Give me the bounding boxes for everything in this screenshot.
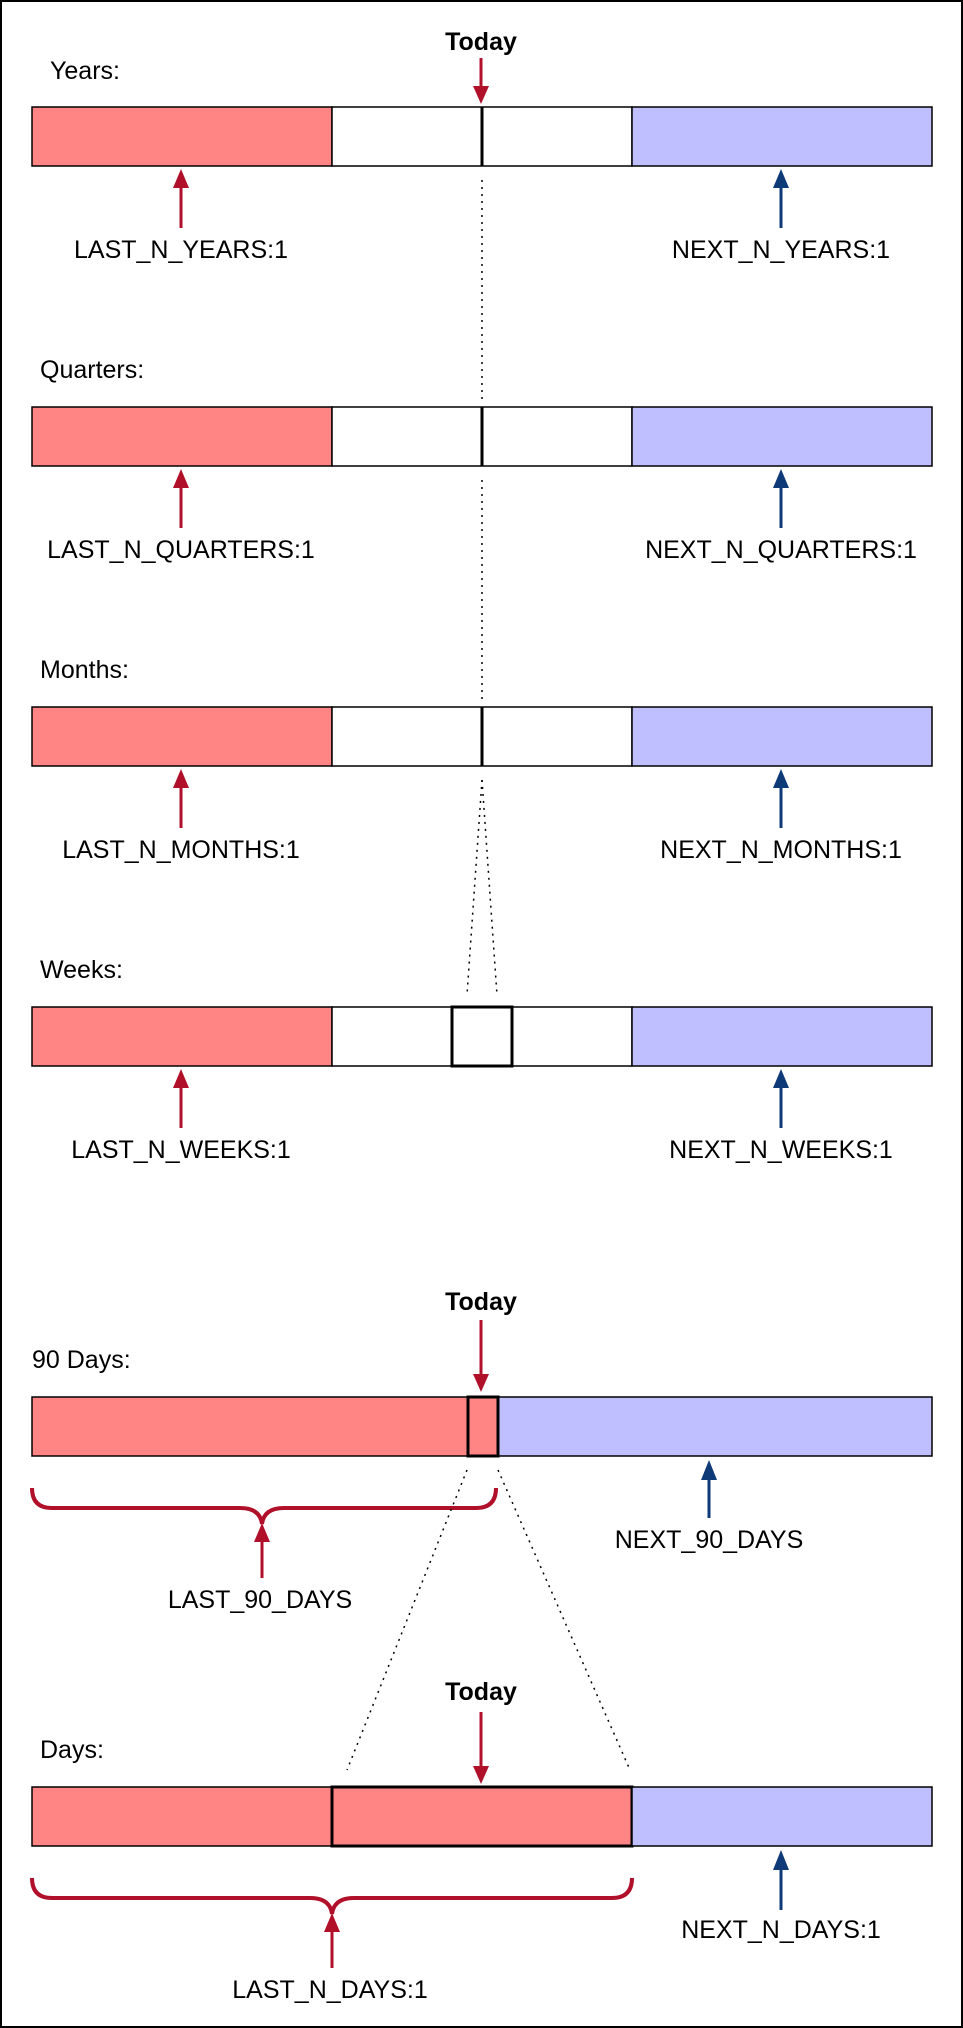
bar-days-next-segment bbox=[631, 1786, 933, 1847]
label-next-n-months: NEXT_N_MONTHS:1 bbox=[660, 836, 902, 864]
arrow-next-n-days bbox=[773, 1850, 789, 1910]
label-last-n-days: LAST_N_DAYS:1 bbox=[232, 1976, 427, 2004]
today-arrow-90-days-head bbox=[473, 1374, 489, 1392]
label-next-n-years: NEXT_N_YEARS:1 bbox=[672, 236, 890, 264]
today-label-top: Today bbox=[445, 28, 517, 56]
bar-quarters bbox=[31, 406, 933, 467]
dotted-zoom-90-days-days-left bbox=[346, 1469, 468, 1771]
bar-months-last-segment bbox=[31, 706, 333, 767]
arrow-last-quarters bbox=[173, 469, 189, 528]
bar-weeks-last-segment bbox=[31, 1006, 333, 1067]
bar-90-days bbox=[31, 1395, 933, 1458]
bar-90-days-last-segment bbox=[31, 1396, 499, 1457]
label-next-n-days: NEXT_N_DAYS:1 bbox=[681, 1916, 881, 1944]
arrow-last-months bbox=[173, 769, 189, 828]
row-title-days: Days: bbox=[40, 1736, 104, 1764]
label-last-n-years: LAST_N_YEARS:1 bbox=[74, 236, 288, 264]
bar-years-last-segment bbox=[31, 106, 333, 167]
today-arrow-days-head bbox=[473, 1766, 489, 1784]
row-title-months: Months: bbox=[40, 656, 129, 684]
dotted-zoom-months-weeks-left bbox=[466, 779, 483, 996]
label-last-90-days: LAST_90_DAYS bbox=[168, 1586, 352, 1614]
arrow-last-weeks bbox=[173, 1069, 189, 1128]
bar-days bbox=[31, 1785, 933, 1848]
bar-years-next-segment bbox=[631, 106, 933, 167]
row-title-90-days: 90 Days: bbox=[32, 1346, 131, 1374]
dotted-zoom-months-weeks-right bbox=[481, 779, 498, 996]
bar-months bbox=[31, 706, 933, 767]
arrow-next-months bbox=[773, 769, 789, 828]
bar-days-last-segment bbox=[31, 1786, 333, 1847]
bar-weeks-current-week-box bbox=[450, 1005, 514, 1068]
arrow-next-90-days bbox=[701, 1460, 717, 1518]
bar-weeks-current-segment bbox=[331, 1006, 633, 1067]
today-arrow-top-head bbox=[473, 86, 489, 104]
arrow-next-years bbox=[773, 169, 789, 228]
bar-weeks-next-segment bbox=[631, 1006, 933, 1067]
today-label-90-days: Today bbox=[445, 1288, 517, 1316]
arrow-last-90-days bbox=[254, 1523, 270, 1578]
label-last-n-weeks: LAST_N_WEEKS:1 bbox=[71, 1136, 291, 1164]
label-next-n-weeks: NEXT_N_WEEKS:1 bbox=[669, 1136, 893, 1164]
arrow-next-weeks bbox=[773, 1069, 789, 1128]
label-last-n-months: LAST_N_MONTHS:1 bbox=[62, 836, 300, 864]
bar-quarters-next-segment bbox=[631, 406, 933, 467]
row-title-weeks: Weeks: bbox=[40, 956, 123, 984]
label-last-n-quarters: LAST_N_QUARTERS:1 bbox=[47, 536, 315, 564]
bar-weeks bbox=[31, 1005, 933, 1068]
row-title-years: Years: bbox=[50, 57, 120, 85]
bar-months-next-segment bbox=[631, 706, 933, 767]
bar-90-days-next-segment bbox=[497, 1396, 933, 1457]
arrow-next-quarters bbox=[773, 469, 789, 528]
arrow-last-years bbox=[173, 169, 189, 228]
today-label-days: Today bbox=[445, 1678, 517, 1706]
bar-quarters-last-segment bbox=[31, 406, 333, 467]
row-title-quarters: Quarters: bbox=[40, 356, 144, 384]
label-next-n-quarters: NEXT_N_QUARTERS:1 bbox=[645, 536, 917, 564]
bar-years bbox=[31, 106, 933, 167]
dotted-zoom-90-days-days-right bbox=[497, 1469, 631, 1771]
arrow-last-n-days bbox=[324, 1913, 340, 1968]
bar-days-today-segment bbox=[330, 1785, 634, 1848]
bar-90-days-today-box bbox=[466, 1395, 500, 1458]
label-next-90-days: NEXT_90_DAYS bbox=[615, 1526, 804, 1554]
